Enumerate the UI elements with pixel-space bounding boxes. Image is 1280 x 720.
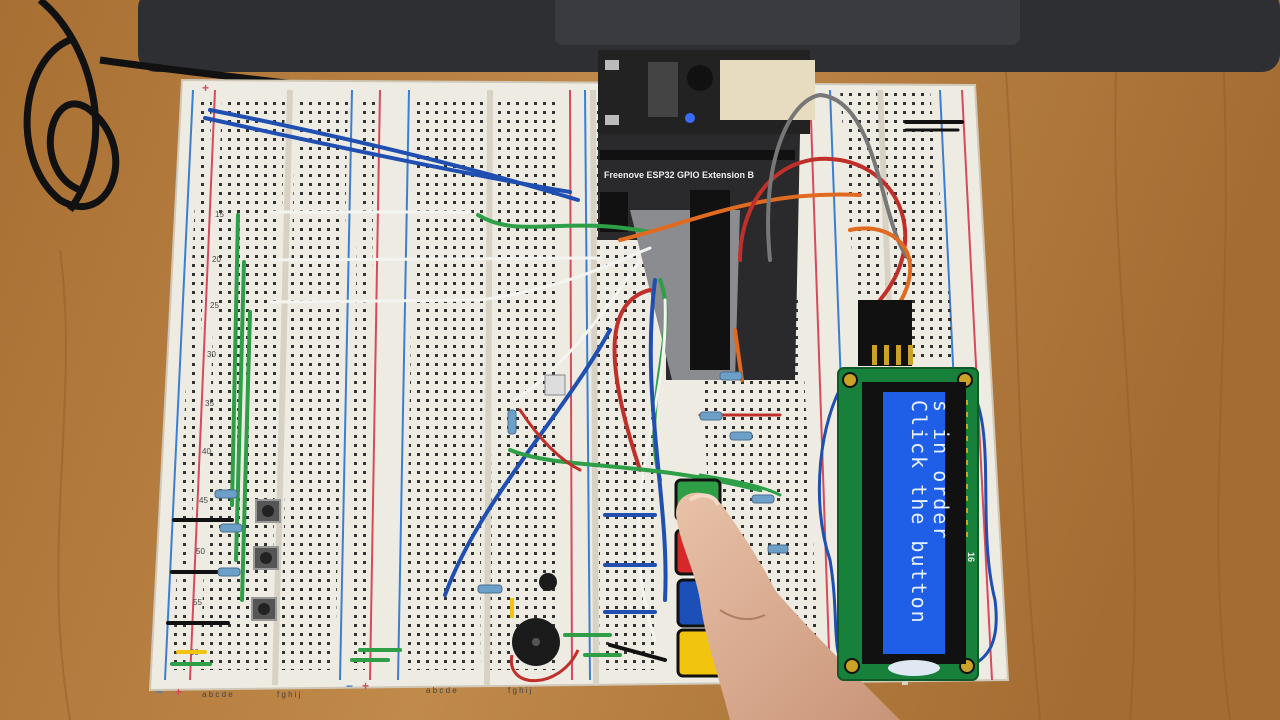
column-letters-left-2: a b c d e bbox=[426, 686, 457, 695]
row-number-30: 30 bbox=[207, 350, 216, 359]
gpio-extension-board: Freenove ESP32 GPIO Extension B bbox=[598, 134, 800, 380]
rail-plus-sign-2: + bbox=[362, 679, 369, 693]
lcd-module: Click the button s in order 16 bbox=[837, 300, 979, 681]
rail-minus-sign-2: − bbox=[346, 679, 353, 693]
buzzer bbox=[509, 573, 580, 683]
row-number-45: 45 bbox=[199, 496, 208, 505]
extension-board-label: Freenove ESP32 GPIO Extension B bbox=[604, 170, 755, 180]
column-letters-left: a b c d e bbox=[202, 690, 233, 699]
rail-minus-sign: − bbox=[156, 685, 163, 699]
laptop bbox=[138, 0, 1280, 72]
row-number-40: 40 bbox=[202, 447, 211, 456]
lcd-screen bbox=[883, 392, 945, 654]
row-number-35: 35 bbox=[205, 399, 214, 408]
row-number-20: 20 bbox=[212, 255, 221, 264]
rail-plus-sign-top: + bbox=[202, 81, 209, 95]
orange-wire bbox=[618, 192, 862, 242]
tactile-switches bbox=[251, 374, 566, 621]
lcd-pin-mark: 16 bbox=[966, 552, 976, 562]
lcd-line-2: s in order bbox=[929, 400, 953, 540]
row-number-50: 50 bbox=[196, 547, 205, 556]
row-number-25: 25 bbox=[210, 301, 219, 310]
esp32-module bbox=[598, 50, 815, 134]
green-wire bbox=[476, 213, 652, 234]
column-letters-right: f g h i j bbox=[277, 690, 301, 699]
finger-icon bbox=[675, 492, 900, 720]
rail-plus-sign: + bbox=[175, 685, 182, 699]
row-number-55: 55 bbox=[193, 598, 202, 607]
row-number-15: 15 bbox=[215, 210, 224, 219]
lcd-line-1: Click the button bbox=[907, 400, 931, 625]
column-letters-right-2: f g h i j bbox=[508, 686, 532, 695]
